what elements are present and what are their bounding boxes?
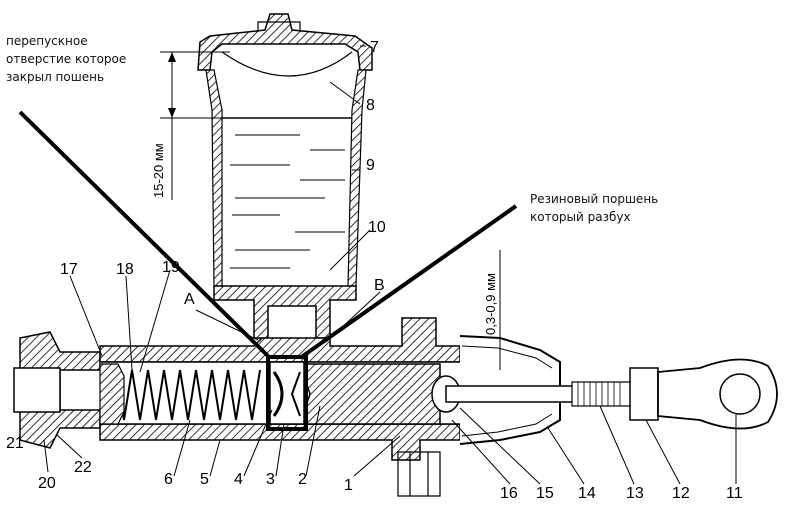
bypass-annotation: перепускное отверстие которое закрыл пош… bbox=[6, 34, 127, 84]
fluid-lines bbox=[230, 134, 345, 269]
leader-lines bbox=[43, 45, 737, 485]
level-gap-label: 15-20 мм bbox=[151, 143, 166, 198]
reservoir-cap bbox=[197, 13, 373, 71]
pushrod bbox=[445, 385, 581, 403]
check-valve bbox=[99, 363, 125, 425]
reservoir-wall-left bbox=[205, 69, 223, 287]
callout-3: 3 bbox=[266, 471, 275, 488]
highlight-box bbox=[266, 355, 308, 431]
dust-boot-inner bbox=[461, 345, 553, 437]
reservoir bbox=[197, 13, 373, 339]
callout-6: 6 bbox=[164, 471, 173, 488]
callout-5: 5 bbox=[200, 471, 209, 488]
callout-2: 2 bbox=[298, 471, 307, 488]
callout-13: 13 bbox=[626, 485, 644, 502]
bypass-pointer-line bbox=[18, 110, 272, 360]
callout-4: 4 bbox=[234, 471, 243, 488]
callout-1: 1 bbox=[344, 477, 353, 494]
callout-11: 11 bbox=[726, 485, 743, 502]
callout-7: 7 bbox=[370, 39, 379, 56]
level-dimension: 15-20 мм bbox=[151, 51, 230, 200]
clevis-hole bbox=[719, 373, 761, 415]
callout-12: 12 bbox=[672, 485, 690, 502]
piston-annotation: Резиновый поршень который разбух bbox=[530, 192, 659, 224]
rubber-piston bbox=[269, 361, 305, 425]
reservoir-base bbox=[213, 285, 357, 339]
callout-20: 20 bbox=[38, 475, 56, 492]
cap-vent bbox=[257, 21, 301, 32]
rod-threads bbox=[577, 382, 621, 406]
callout-16: 16 bbox=[500, 485, 518, 502]
callout-10: 10 bbox=[368, 219, 386, 236]
callout-18: 18 bbox=[116, 261, 134, 278]
return-spring bbox=[117, 369, 261, 421]
callout-14: 14 bbox=[578, 485, 596, 502]
label-a: А bbox=[184, 291, 195, 308]
callout-15: 15 bbox=[536, 485, 554, 502]
outlet-port bbox=[13, 367, 61, 413]
reservoir-cap-dome bbox=[221, 51, 353, 77]
callout-21: 21 bbox=[6, 435, 24, 452]
label-b: В bbox=[374, 277, 385, 294]
callout-19: 19 bbox=[162, 259, 180, 276]
lock-nut bbox=[629, 367, 659, 421]
callout-8: 8 bbox=[366, 97, 375, 114]
callout-22: 22 bbox=[74, 459, 92, 476]
mounting-bracket bbox=[397, 451, 441, 497]
callout-17: 17 bbox=[60, 261, 78, 278]
piston bbox=[298, 363, 441, 425]
callout-9: 9 bbox=[366, 157, 375, 174]
clearance-label: 0,3-0,9 мм bbox=[483, 273, 498, 335]
